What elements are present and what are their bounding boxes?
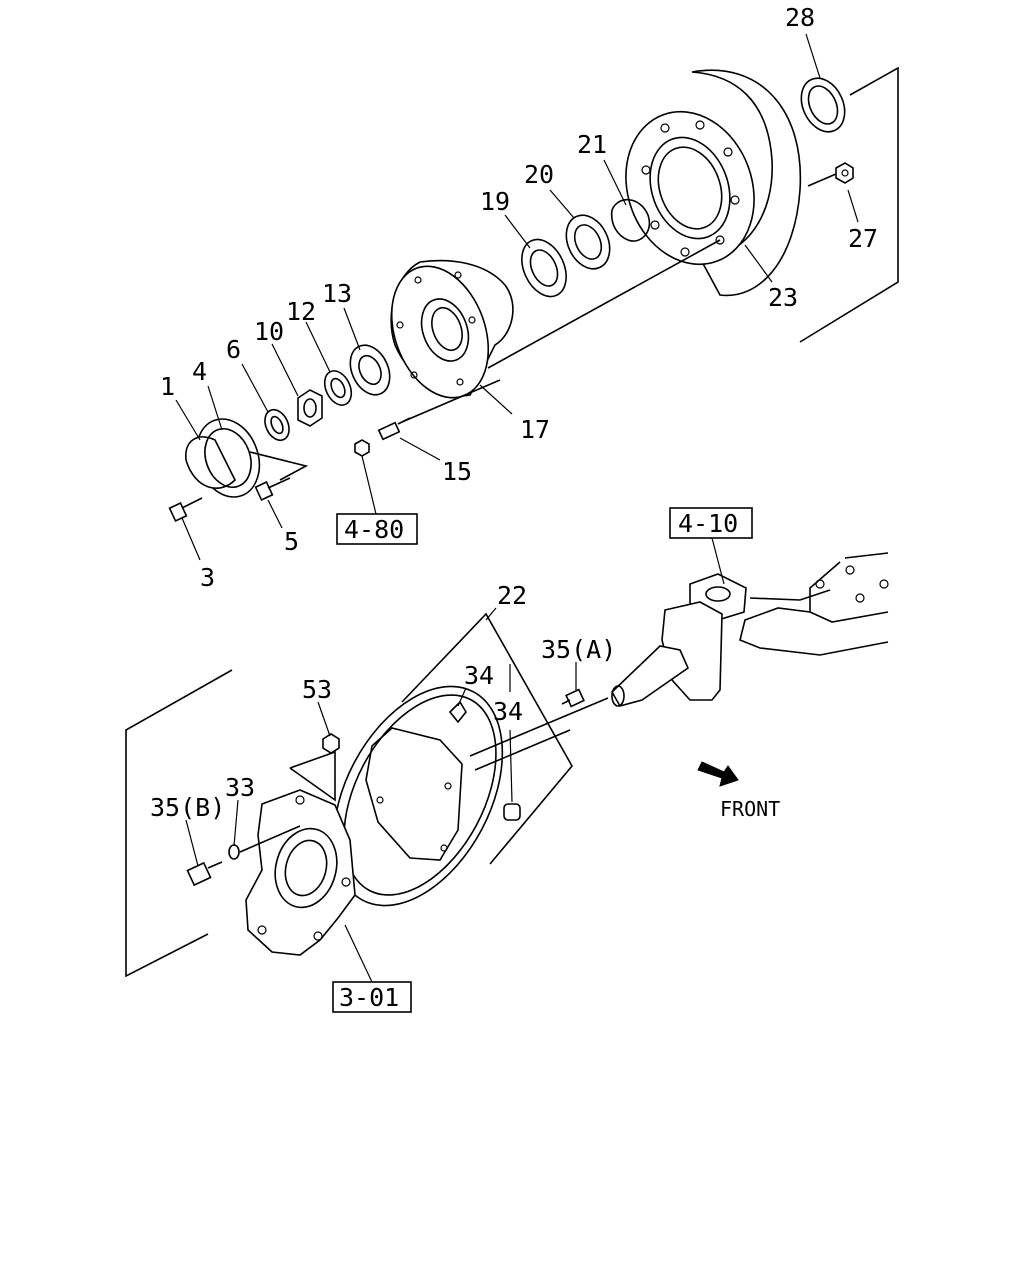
- front-axle: [610, 552, 889, 707]
- plate-axis-line: [474, 729, 571, 771]
- hub-cap: [185, 418, 261, 498]
- callout-35b: 35(B): [150, 793, 225, 822]
- callout-3: 3: [200, 563, 215, 592]
- callout-23: 23: [768, 283, 798, 312]
- callout-4: 4: [192, 357, 207, 386]
- upper-frame: [799, 66, 899, 343]
- callout-34b: 34: [493, 697, 523, 726]
- inner-bearing: [349, 344, 391, 396]
- stud-axis-line: [401, 379, 501, 423]
- wheel-nut: [835, 162, 854, 184]
- nut-53: [322, 733, 340, 754]
- outer-bearing: [521, 238, 567, 298]
- ref-box-4-10[interactable]: 4-10: [669, 507, 753, 539]
- nut-frame-line: [289, 750, 336, 802]
- callout-33: 33: [225, 773, 255, 802]
- lock-washer: [323, 370, 353, 406]
- lower-frame: [125, 669, 233, 978]
- ref-box-4-80[interactable]: 4-80: [336, 513, 418, 545]
- callout-6: 6: [226, 335, 241, 364]
- callout-53: 53: [302, 675, 332, 704]
- callout-22: 22: [497, 581, 527, 610]
- cap-frame-line: [249, 451, 309, 481]
- washer: [264, 408, 290, 442]
- callout-19: 19: [480, 187, 510, 216]
- brake-drum: [625, 69, 802, 297]
- callout-13: 13: [322, 279, 352, 308]
- callout-35a: 35(A): [541, 635, 616, 664]
- cap-bolt-2: [254, 477, 291, 501]
- hub-nut: [297, 389, 323, 427]
- bolt-35a: [561, 688, 585, 708]
- callout-12: 12: [286, 297, 316, 326]
- plug-side: [503, 803, 521, 821]
- ref-box-3-01[interactable]: 3-01: [332, 981, 412, 1013]
- bolt-35b: [186, 861, 223, 887]
- snap-ring: [610, 198, 651, 242]
- callout-1: 1: [160, 372, 175, 401]
- callout-20: 20: [524, 160, 554, 189]
- callout-28: 28: [785, 3, 815, 32]
- drum-seal: [800, 77, 846, 133]
- anchor-plate: [245, 789, 356, 956]
- plug-top: [448, 700, 467, 724]
- callout-17: 17: [520, 415, 550, 444]
- ref-label-3-01: 3-01: [339, 983, 399, 1012]
- ref-label-4-10: 4-10: [678, 509, 738, 538]
- callout-27: 27: [848, 224, 878, 253]
- front-arrow-icon: [697, 761, 739, 787]
- cap-bolt: [168, 497, 203, 522]
- washer-33: [228, 844, 240, 860]
- bolt-axis-line: [239, 825, 301, 853]
- brake-backing-plate: [332, 685, 504, 907]
- callout-5: 5: [284, 527, 299, 556]
- callout-15: 15: [442, 457, 472, 486]
- hub-bolt-nut: [354, 439, 370, 457]
- front-label: FRONT: [720, 797, 780, 821]
- callout-34a: 34: [464, 661, 494, 690]
- wheel-hub: [390, 259, 514, 399]
- hub-axis-line: [487, 239, 721, 369]
- front-direction-indicator: FRONT: [697, 761, 780, 821]
- ref-label-4-80: 4-80: [344, 515, 404, 544]
- outer-bearing-cup: [565, 214, 611, 270]
- nut-axis-line: [807, 173, 837, 187]
- callout-21: 21: [577, 130, 607, 159]
- callout-10: 10: [254, 317, 284, 346]
- plate-group-bracket: [401, 612, 573, 865]
- lower-axis-line: [469, 697, 609, 757]
